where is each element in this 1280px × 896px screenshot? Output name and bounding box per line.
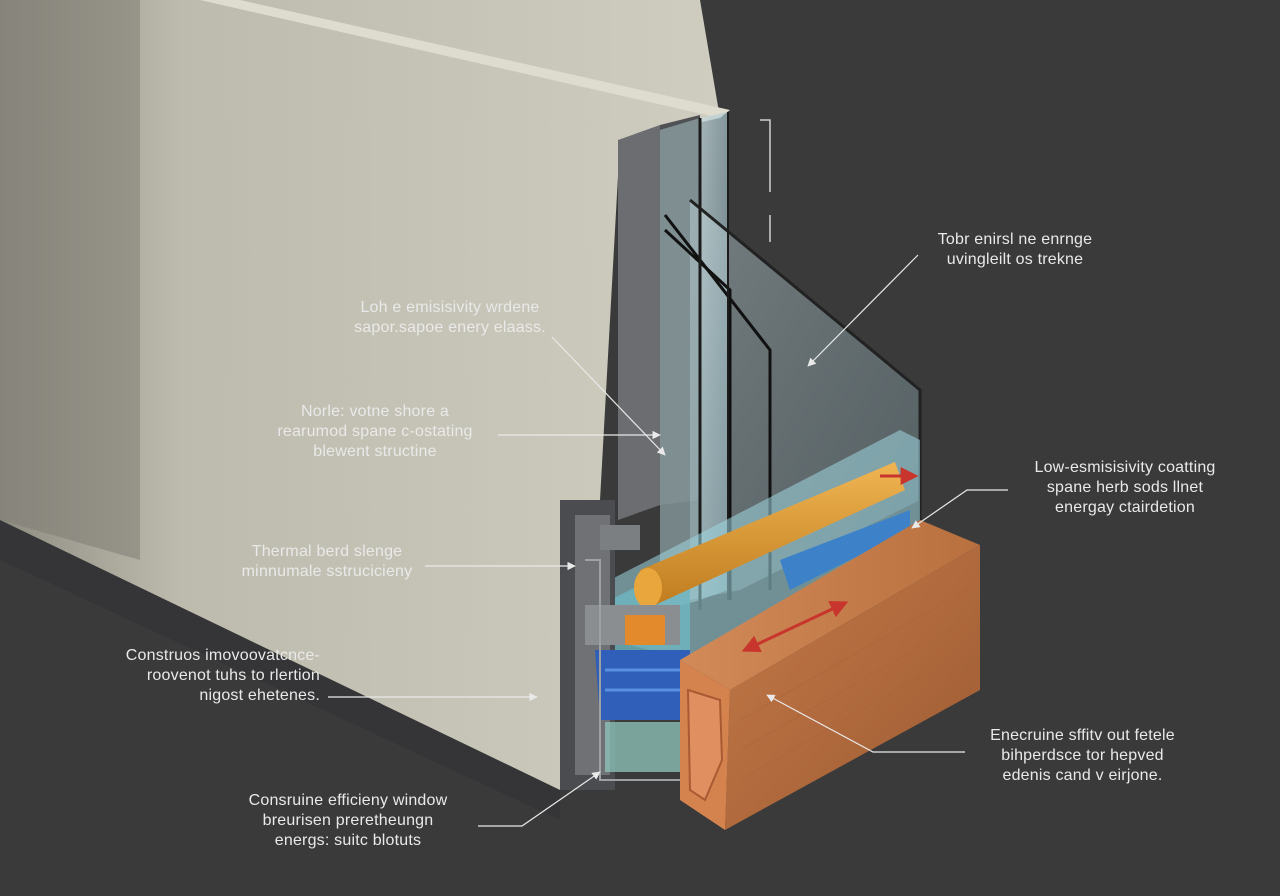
callout-line: Construos imovoovatcnce-	[125, 647, 320, 664]
callout-line: Enecruine sffitv out fetele	[990, 727, 1175, 744]
callout-line: sapor.sapoe enery elaass.	[354, 319, 546, 336]
callout-low-e-glass: Loh e emisisivity wrdene sapor.sapoe ene…	[330, 298, 570, 338]
spacer-bar	[634, 462, 919, 608]
callout-line: Norle: votne shore a	[300, 403, 450, 420]
callout-thermal-break: Thermal berd slenge minnumale sstrucicie…	[222, 542, 432, 582]
callout-line: breurisen preretheungn	[262, 812, 434, 829]
callout-line: spane herb sods llnet	[1046, 479, 1204, 496]
callout-efficiency-window: Consruine efficieny window breurisen pre…	[228, 791, 468, 851]
callout-line: roovenot tuhs to rlertion	[146, 667, 320, 684]
leader-lines	[328, 254, 1008, 827]
frame-profile	[560, 500, 690, 790]
callout-line: Tobr enirsl ne enrnge	[937, 231, 1093, 248]
callout-line: edenis cand v eirjone.	[1002, 767, 1163, 784]
callout-line: energay ctairdetion	[1055, 499, 1195, 516]
callout-line: blewent structine	[313, 443, 437, 460]
callout-line: minnumale sstrucicieny	[241, 563, 413, 580]
callout-line: uvingleilt os trekne	[946, 251, 1084, 268]
leader-top-right	[807, 254, 919, 367]
dimension-bracket	[760, 119, 771, 242]
callout-coating: Norle: votne shore a rearumod spane c-os…	[255, 402, 495, 462]
callout-line: Consruine efficieny window	[248, 792, 448, 809]
callout-line: nigost ehetenes.	[199, 687, 320, 704]
callout-line: bihperdsce tor hepved	[1001, 747, 1164, 764]
leader-efficiency-window	[478, 771, 601, 827]
leader-timber-frame	[766, 694, 965, 753]
leader-low-e-coating	[911, 489, 1008, 529]
callout-line: Low-esmisisivity coatting	[1034, 459, 1216, 476]
callout-line: rearumod spane c-ostating	[277, 423, 473, 440]
callout-line: energs: suitc blotuts	[274, 832, 422, 849]
callout-timber-frame: Enecruine sffitv out fetele bihperdsce t…	[965, 726, 1200, 786]
wall-slab	[0, 0, 730, 790]
callout-low-e-coating: Low-esmisisivity coatting spane herb sod…	[1010, 458, 1240, 518]
callout-top-right: Tobr enirsl ne enrnge uvingleilt os trek…	[900, 230, 1130, 270]
callout-line: Loh e emisisivity wrdene	[360, 299, 540, 316]
callout-line: Thermal berd slenge	[251, 543, 403, 560]
callout-construction: Construos imovoovatcnce- roovenot tuhs t…	[80, 646, 320, 706]
timber-frame-block	[680, 520, 980, 830]
sill-insulation	[780, 510, 910, 590]
